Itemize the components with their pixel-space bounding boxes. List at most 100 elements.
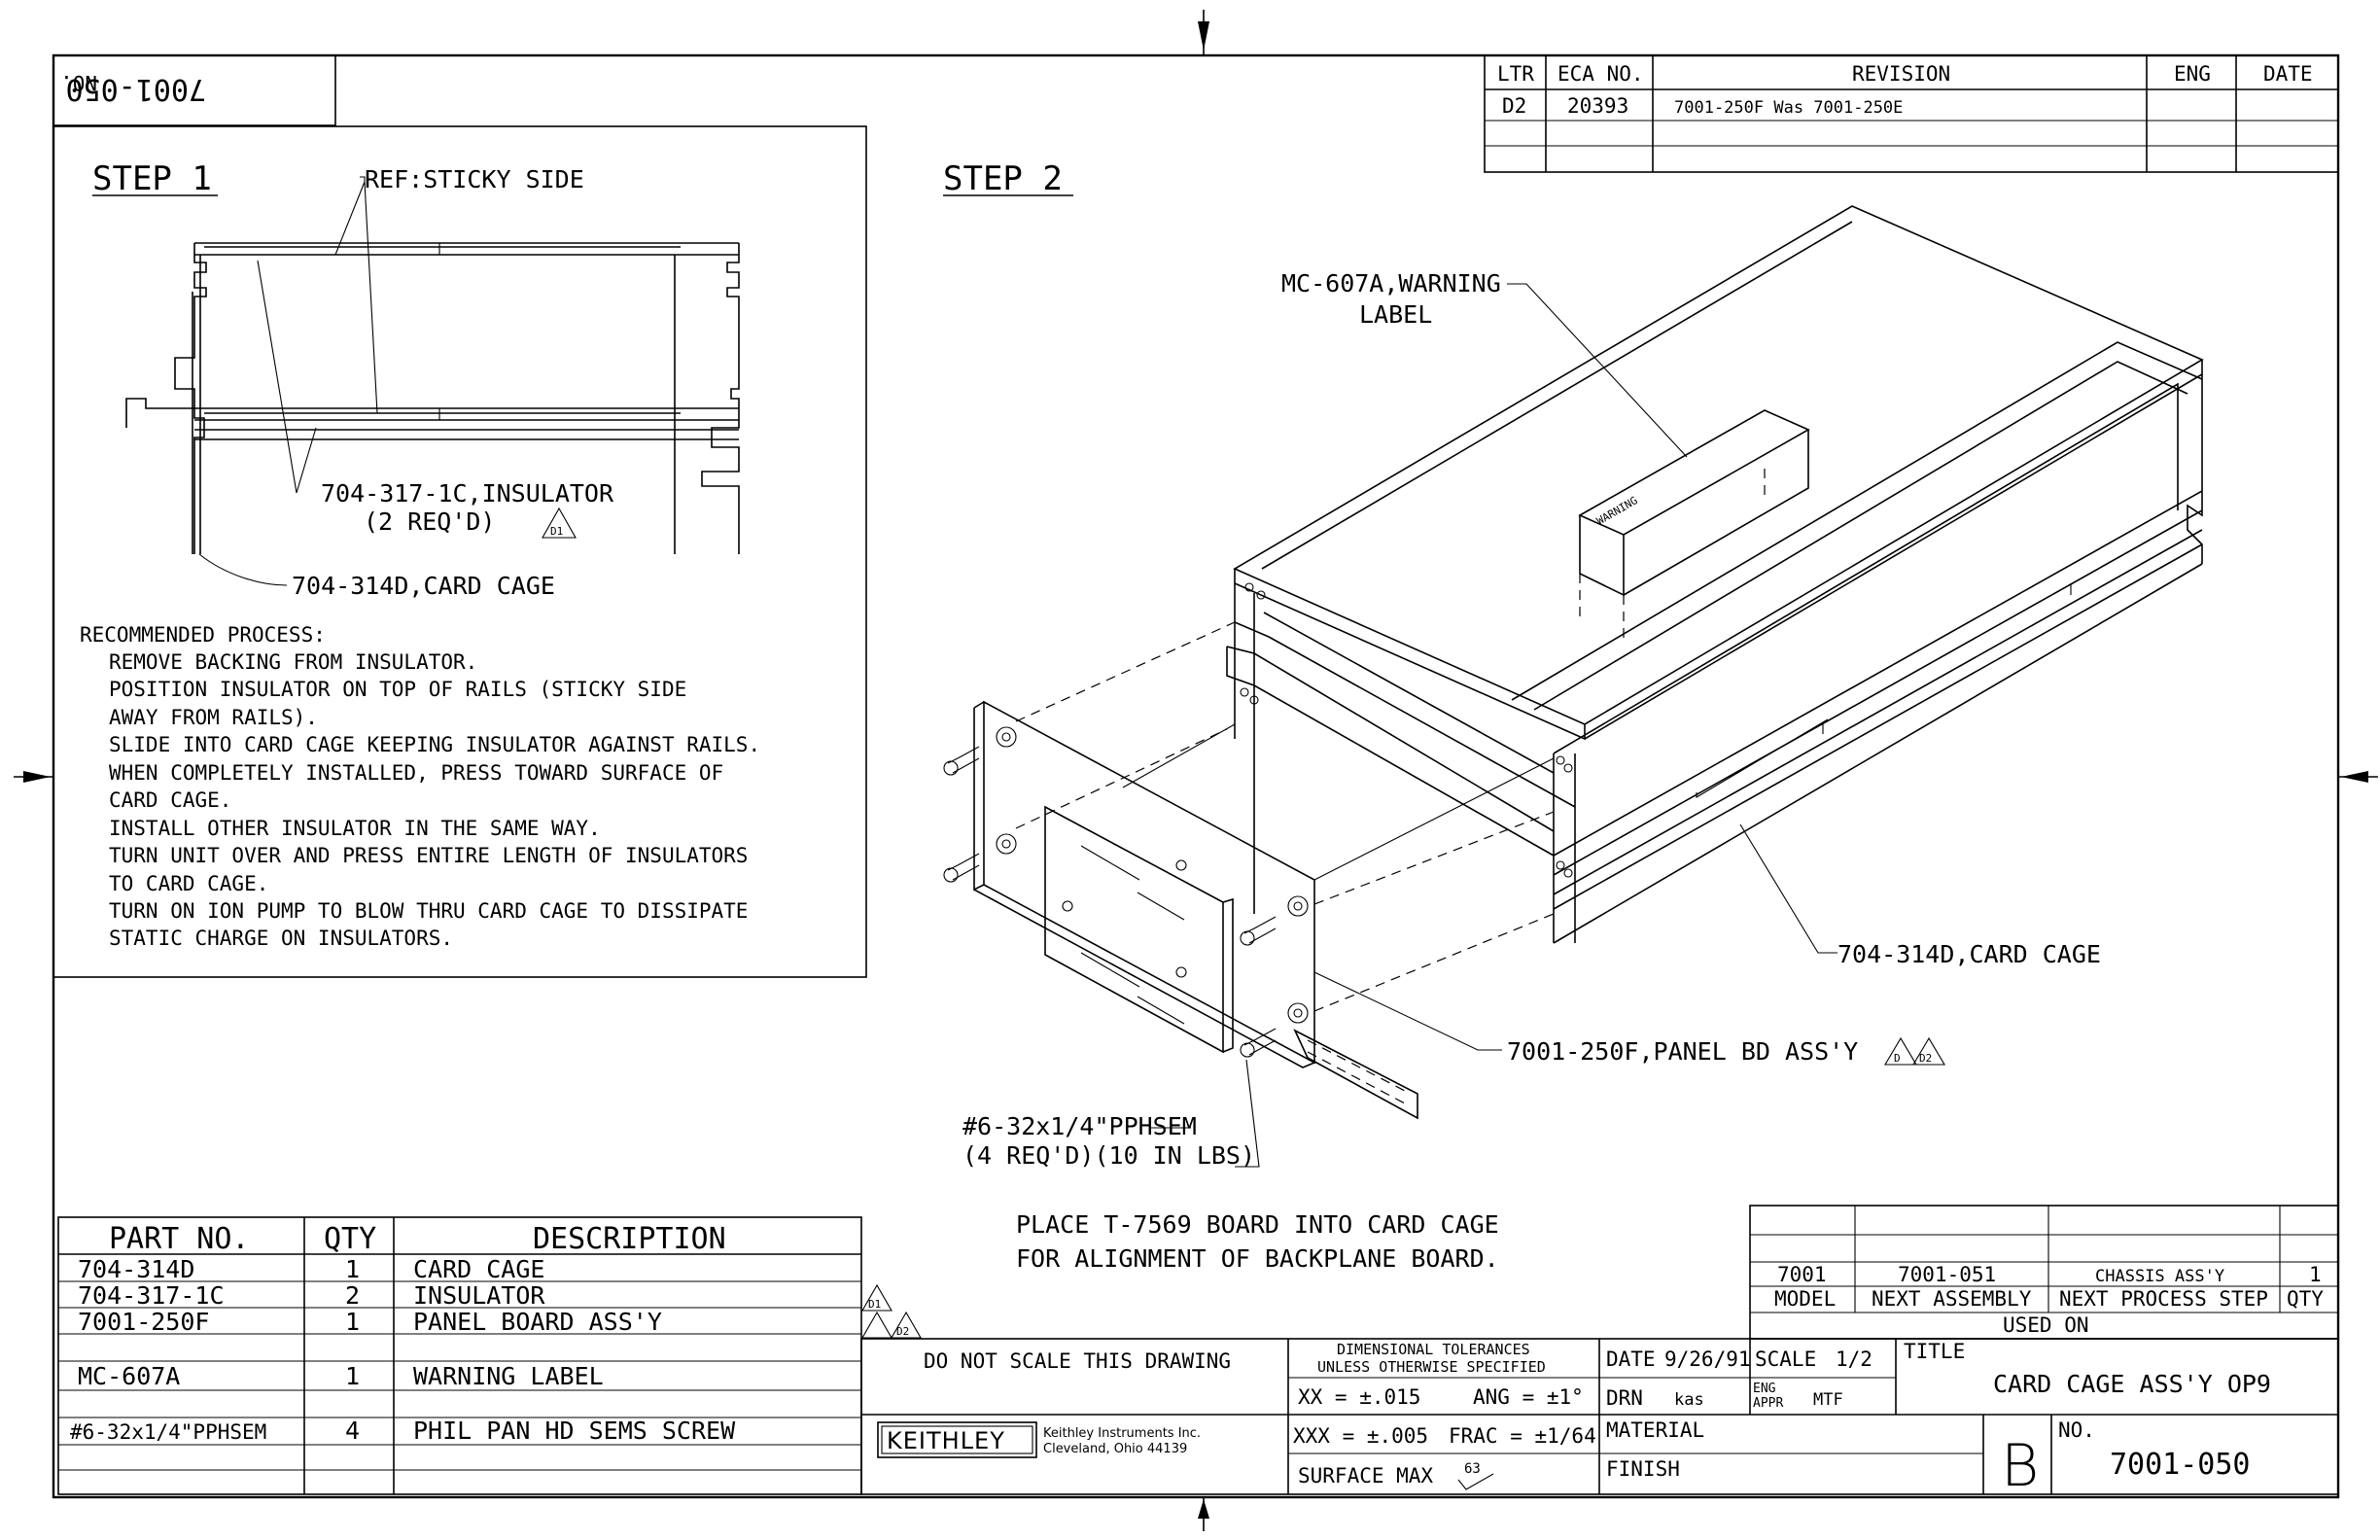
process-line: STATIC CHARGE ON INSULATORS.	[109, 927, 453, 950]
company-name: Keithley Instruments Inc.	[1043, 1426, 1201, 1441]
part-number: 7001-250F	[78, 1308, 209, 1336]
drawing-size: B	[2001, 1432, 2039, 1500]
used-on-header-model: MODEL	[1774, 1287, 1836, 1311]
eng-appr-label-2: APPR	[1753, 1396, 1783, 1411]
process-line: REMOVE BACKING FROM INSULATOR.	[109, 650, 477, 674]
eng-appr-value: MTF	[1813, 1390, 1843, 1410]
process-line: AWAY FROM RAILS).	[109, 706, 318, 729]
panel-bd-flag-d: D	[1894, 1052, 1901, 1065]
used-on-next-step: CHASSIS ASS'Y	[2095, 1267, 2224, 1286]
part-desc: PHIL PAN HD SEMS SCREW	[413, 1417, 736, 1445]
surface-finish: SURFACE MAX	[1298, 1464, 1433, 1488]
part-number: #6-32x1/4"PPHSEM	[70, 1420, 266, 1444]
screw-callout-2: (4 REQ'D)(10 IN LBS)	[962, 1141, 1255, 1170]
date-label: DATE	[1606, 1348, 1656, 1371]
step1-callout-insulator-qty: (2 REQ'D)	[364, 508, 495, 536]
step1-title: STEP 1	[92, 159, 212, 198]
used-on-qty: 1	[2309, 1263, 2322, 1286]
drawn-by-value: kas	[1674, 1390, 1704, 1410]
rev-row-eca: 20393	[1567, 94, 1628, 118]
step1-callout-ref: REF:STICKY SIDE	[365, 165, 584, 193]
title-block: DO NOT SCALE THIS DRAWING DIMENSIONAL TO…	[860, 1338, 2339, 1500]
step2-assembly-view: STEP 2	[943, 159, 2204, 1273]
revision-flag-d-icon	[861, 1311, 892, 1339]
part-qty: 4	[345, 1417, 360, 1445]
process-title: RECOMMENDED PROCESS:	[80, 623, 326, 647]
process-line: CARD CAGE.	[109, 788, 231, 812]
step1-panel: STEP 1 REF:STICKY SIDE 704-317-1C,INSULA…	[52, 125, 867, 978]
revision-flag-d-icon	[1884, 1036, 1917, 1066]
process-line: TURN UNIT OVER AND PRESS ENTIRE LENGTH O…	[109, 844, 748, 867]
finish-label: FINISH	[1606, 1457, 1680, 1481]
used-on-block: 7001 7001-051 CHASSIS ASS'Y 1 MODEL NEXT…	[1749, 1205, 2339, 1340]
process-line: INSTALL OTHER INSULATOR IN THE SAME WAY.	[109, 817, 601, 840]
rev-header-revision: REVISION	[1852, 62, 1950, 86]
part-qty: 1	[345, 1255, 360, 1283]
revision-flag-d2-icon	[891, 1311, 922, 1339]
used-on-next-assembly: 7001-051	[1898, 1263, 1996, 1286]
rev-header-eca: ECA NO.	[1558, 62, 1644, 86]
rev-row-ltr: D2	[1502, 94, 1526, 118]
surface-finish-value: 63	[1464, 1461, 1481, 1477]
drawing-title: CARD CAGE ASS'Y OP9	[1993, 1370, 2271, 1398]
process-line: POSITION INSULATOR ON TOP OF RAILS (STIC…	[109, 678, 686, 701]
keithley-logo: KEITHLEY	[877, 1421, 1037, 1458]
tolerance-xx: XX = ±.015	[1298, 1385, 1420, 1409]
process-line: SLIDE INTO CARD CAGE KEEPING INSULATOR A…	[109, 733, 760, 756]
used-on-header-qty: QTY	[2287, 1287, 2324, 1311]
card-cage-isometric	[1226, 205, 2204, 944]
screw-icon	[943, 746, 1277, 1058]
revision-block: LTR ECA NO. REVISION ENG DATE D2 20393 7…	[1484, 54, 2339, 173]
corner-number-prefix: NO.	[60, 71, 97, 94]
part-number: 704-314D	[78, 1255, 194, 1283]
panel-bd-callout: 7001-250F,PANEL BD ASS'Y	[1507, 1037, 1858, 1066]
part-desc: INSULATOR	[413, 1281, 545, 1310]
drawing-number-label: NO.	[2058, 1418, 2095, 1442]
do-not-scale: DO NOT SCALE THIS DRAWING	[924, 1349, 1231, 1373]
part-desc: WARNING LABEL	[413, 1362, 604, 1390]
drawing-number: 7001-050	[2110, 1448, 2251, 1482]
part-qty: 1	[345, 1362, 360, 1390]
revision-flag-d1-icon	[861, 1283, 892, 1312]
scale-value: 1/2	[1836, 1348, 1872, 1371]
scale-label: SCALE	[1755, 1348, 1816, 1371]
part-desc: CARD CAGE	[413, 1255, 544, 1283]
part-flag: D1	[868, 1298, 881, 1311]
drawn-by-label: DRN	[1606, 1386, 1643, 1410]
material-label: MATERIAL	[1606, 1418, 1704, 1442]
revision-flag-d2-icon	[1912, 1036, 1945, 1066]
step2-title: STEP 2	[943, 159, 1063, 198]
surface-finish-icon	[1457, 1473, 1494, 1490]
date-value: 9/26/91	[1664, 1348, 1751, 1371]
part-qty: 1	[345, 1308, 360, 1336]
eng-appr-label-1: ENG	[1753, 1382, 1776, 1396]
tolerance-ang: ANG = ±1°	[1473, 1385, 1584, 1409]
parts-header-qty: QTY	[324, 1222, 376, 1256]
part-number: 704-317-1C	[78, 1281, 225, 1310]
logo-text: KEITHLEY	[887, 1427, 1005, 1454]
rev-header-eng: ENG	[2174, 62, 2211, 86]
warning-label-block: WARNING	[1578, 409, 1810, 642]
parts-header-desc: DESCRIPTION	[533, 1222, 726, 1256]
part-qty: 2	[345, 1281, 360, 1310]
alignment-note-1: PLACE T-7569 BOARD INTO CARD CAGE	[1016, 1210, 1499, 1239]
part-number: MC-607A	[78, 1362, 180, 1390]
card-cage-callout: 704-314D,CARD CAGE	[1838, 940, 2101, 968]
used-on-header-next-step: NEXT PROCESS STEP	[2059, 1287, 2268, 1311]
used-on-header-next-assembly: NEXT ASSEMBLY	[1872, 1287, 2032, 1311]
screw-callout-1: #6-32x1/4"PPHSEM	[962, 1112, 1197, 1140]
tolerance-title-2: UNLESS OTHERWISE SPECIFIED	[1317, 1358, 1546, 1376]
warning-label-callout-1: MC-607A,WARNING	[1281, 269, 1501, 298]
tolerance-xxx: XXX = ±.005	[1293, 1424, 1428, 1448]
panel-bd-flag-d2: D2	[1919, 1052, 1932, 1065]
panel-board	[973, 700, 1418, 1120]
warning-label-text: WARNING	[1594, 494, 1640, 527]
used-on-model: 7001	[1777, 1263, 1827, 1286]
tolerance-frac: FRAC = ±1/64	[1449, 1424, 1596, 1448]
used-on-footer: USED ON	[2003, 1313, 2089, 1337]
alignment-note-2: FOR ALIGNMENT OF BACKPLANE BOARD.	[1016, 1244, 1499, 1273]
process-line: TO CARD CAGE.	[109, 872, 268, 895]
step1-callout-insulator: 704-317-1C,INSULATOR	[321, 479, 614, 508]
parts-list: PART NO. QTY DESCRIPTION 704-314D 1 CARD…	[57, 1216, 922, 1495]
